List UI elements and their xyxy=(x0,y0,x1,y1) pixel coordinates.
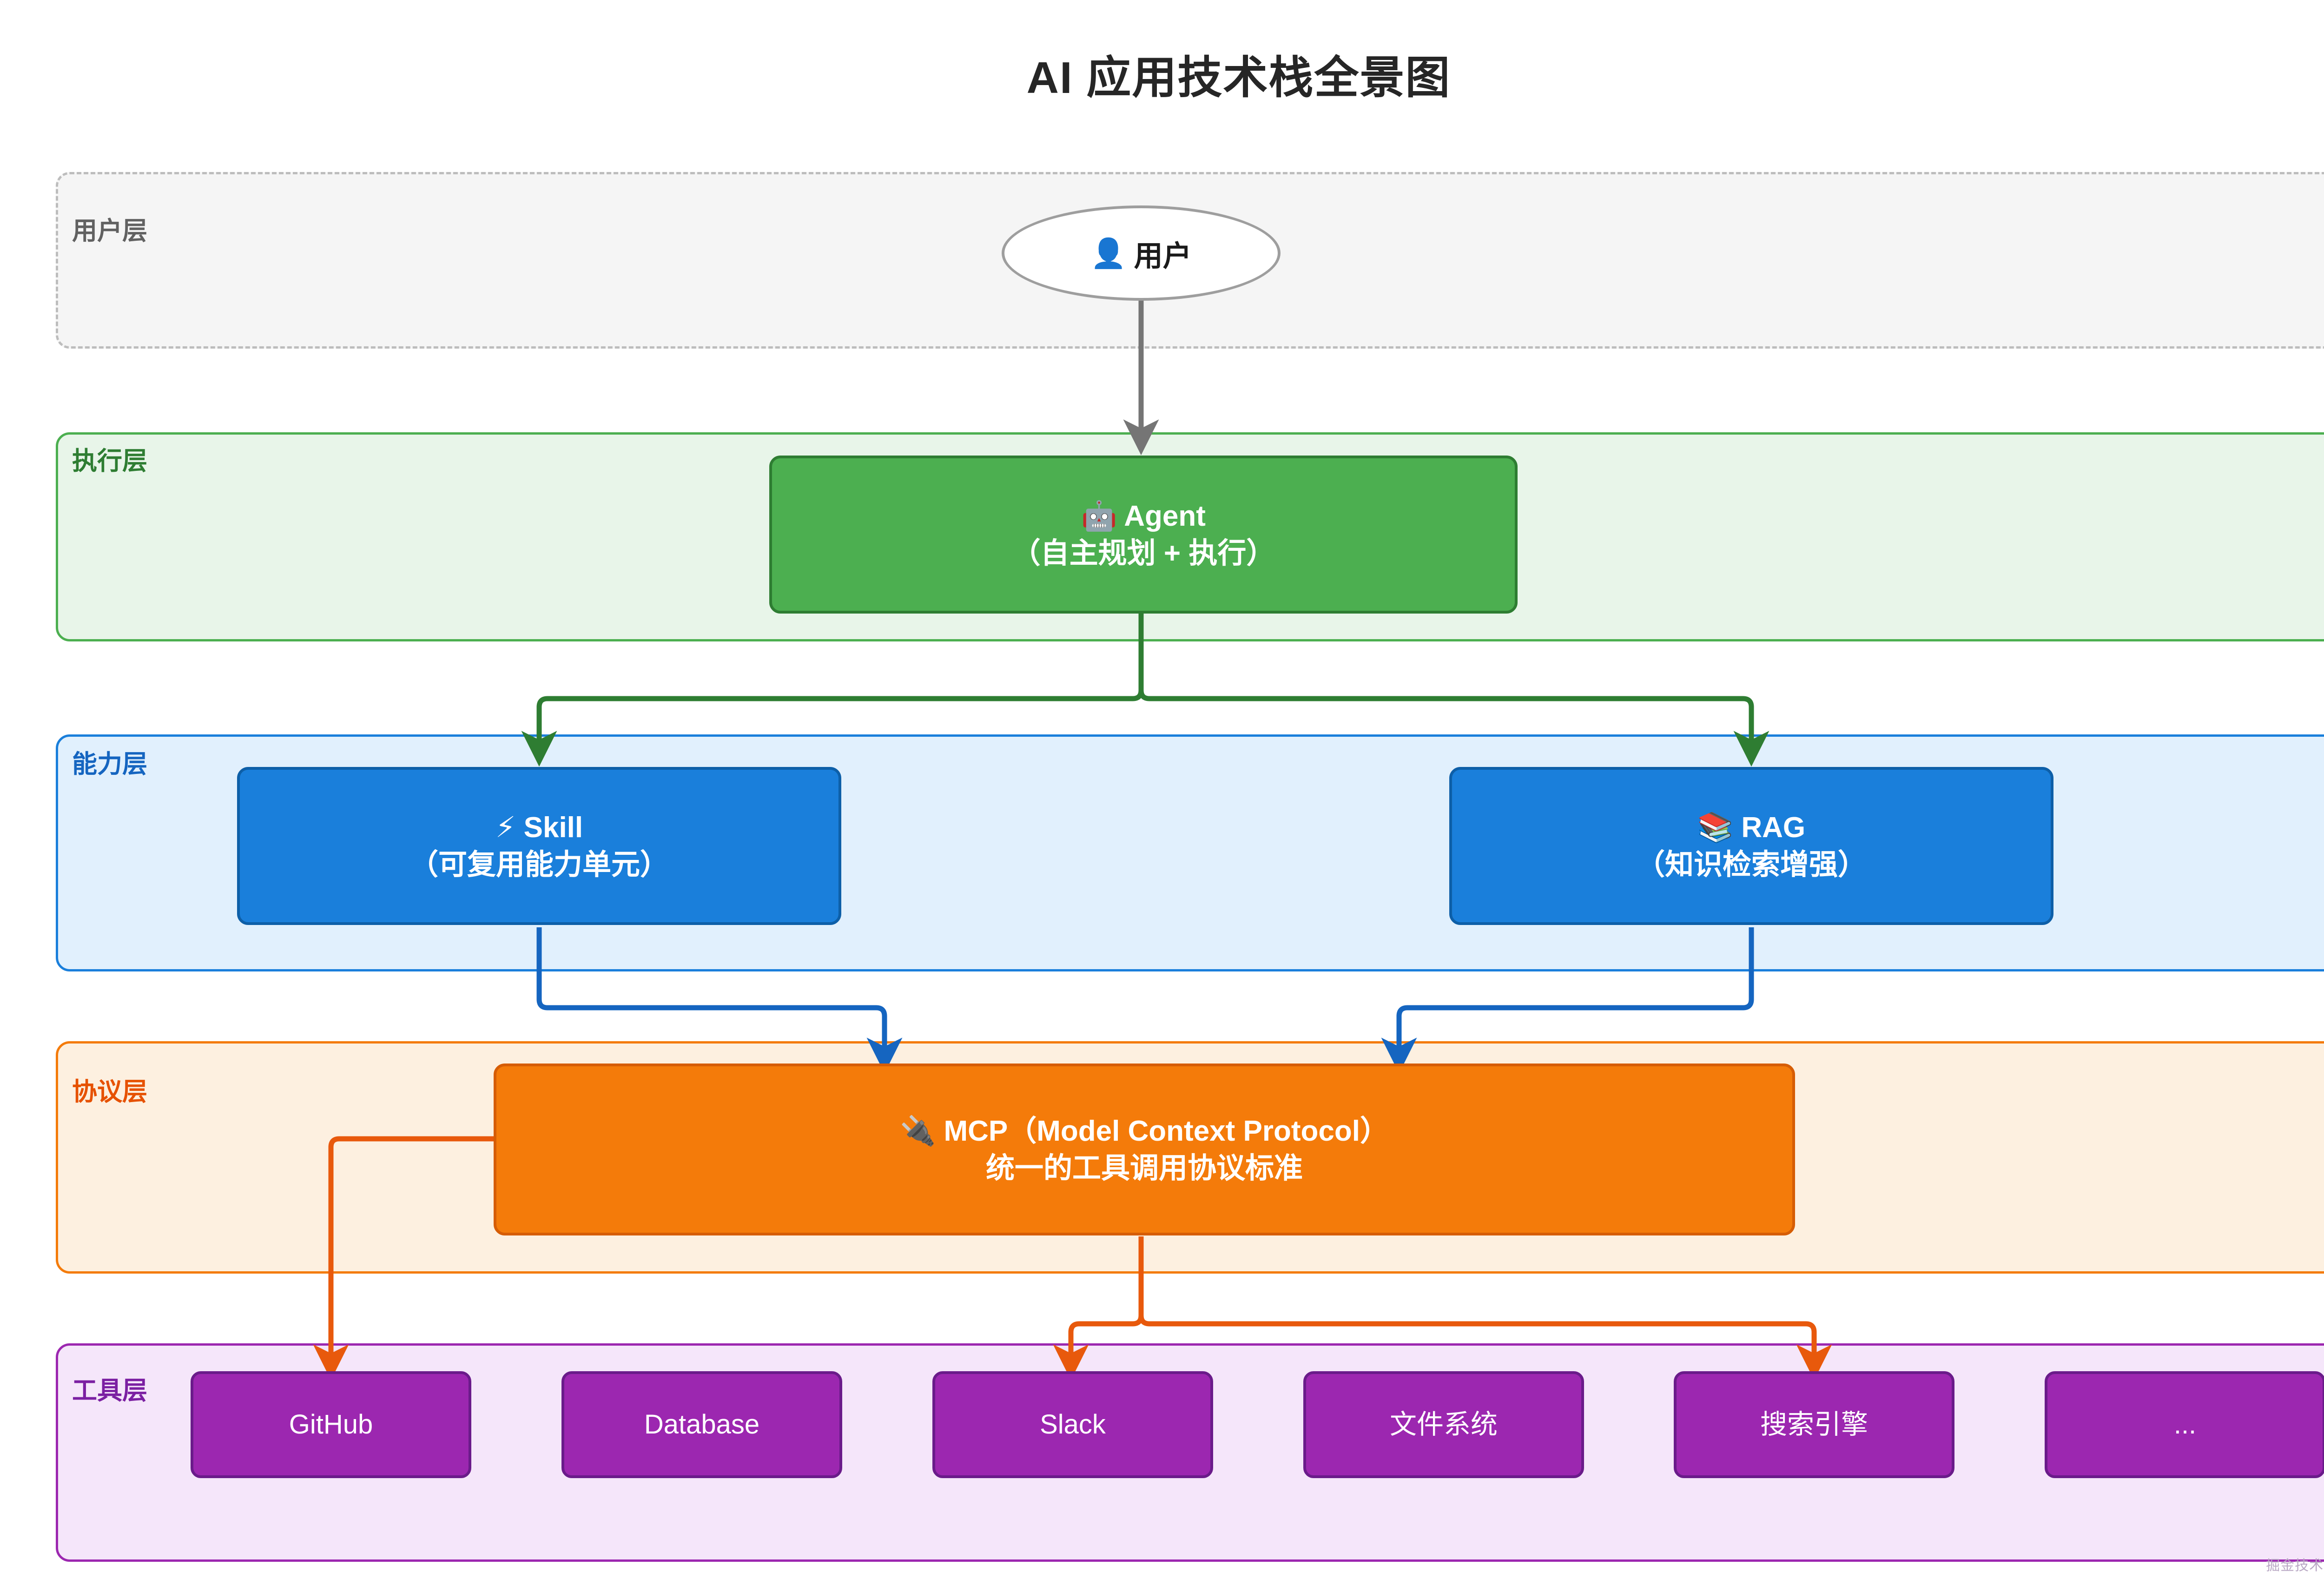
tool-node-slack[interactable]: Slack xyxy=(932,1371,1213,1478)
node-rag-title: 📚 RAG xyxy=(1697,809,1805,846)
node-skill[interactable]: ⚡ Skill （可复用能力单元） xyxy=(237,767,841,925)
tool-node-search-engine[interactable]: 搜索引擎 xyxy=(1674,1371,1954,1478)
node-rag-label: RAG xyxy=(1741,812,1806,844)
node-mcp-title: 🔌 MCP（Model Context Protocol） xyxy=(900,1112,1389,1149)
node-agent[interactable]: 🤖 Agent （自主规划 + 执行） xyxy=(769,456,1518,614)
edge-agent-to-skill xyxy=(521,611,1144,767)
watermark: 掘金技术社区 @ 镜花水月linyi xyxy=(2266,1558,2324,1573)
node-agent-subtitle: （自主规划 + 执行） xyxy=(1011,537,1275,569)
edge-mcp-to-github xyxy=(313,1136,494,1381)
electric-plug-icon: 🔌 xyxy=(900,1114,936,1148)
lightning-icon: ⚡ xyxy=(495,810,516,845)
page-title: AI 应用技术栈全景图 xyxy=(1026,53,1451,103)
tool-node-github[interactable]: GitHub xyxy=(191,1371,471,1478)
layer-label-capability: 能力层 xyxy=(72,750,147,778)
edge-mcp-to-search xyxy=(1138,1236,1832,1381)
edge-skill-to-mcp xyxy=(536,927,903,1074)
books-icon: 📚 xyxy=(1697,810,1734,845)
tool-label: ... xyxy=(2173,1409,2197,1440)
tool-label: Database xyxy=(644,1409,760,1440)
layer-label-user: 用户层 xyxy=(72,217,147,245)
node-rag-subtitle: （知识检索增强） xyxy=(1636,848,1867,881)
node-rag[interactable]: 📚 RAG （知识检索增强） xyxy=(1449,767,2053,925)
node-user-label: 用户 xyxy=(1134,240,1192,272)
node-mcp-subtitle: 统一的工具调用协议标准 xyxy=(985,1152,1303,1184)
layer-label-tool: 工具层 xyxy=(72,1377,147,1405)
tool-node-filesystem[interactable]: 文件系统 xyxy=(1303,1371,1584,1478)
node-mcp-label: MCP（Model Context Protocol） xyxy=(944,1115,1389,1148)
tool-label: GitHub xyxy=(289,1409,373,1440)
tool-label: 搜索引擎 xyxy=(1760,1409,1868,1440)
layer-label-execution: 执行层 xyxy=(72,447,147,475)
robot-icon: 🤖 xyxy=(1081,499,1117,533)
edge-mcp-to-slack xyxy=(1053,1236,1144,1381)
layer-label-protocol: 协议层 xyxy=(72,1078,147,1106)
node-user[interactable]: 👤用户 xyxy=(1002,205,1281,301)
tool-label: Slack xyxy=(1040,1409,1106,1440)
bust-in-silhouette-icon: 👤 xyxy=(1090,236,1127,270)
tool-label: 文件系统 xyxy=(1389,1409,1498,1440)
node-skill-subtitle: （可复用能力单元） xyxy=(409,848,669,881)
node-mcp[interactable]: 🔌 MCP（Model Context Protocol） 统一的工具调用协议标… xyxy=(494,1064,1795,1235)
node-agent-label: Agent xyxy=(1124,500,1206,533)
edge-rag-to-mcp xyxy=(1381,927,1754,1074)
tool-node-more[interactable]: ... xyxy=(2045,1371,2324,1478)
edge-agent-to-rag xyxy=(1138,611,1769,767)
node-skill-label: Skill xyxy=(523,812,583,844)
node-agent-title: 🤖 Agent xyxy=(1081,497,1206,535)
tool-node-database[interactable]: Database xyxy=(561,1371,842,1478)
node-skill-title: ⚡ Skill xyxy=(495,809,583,846)
